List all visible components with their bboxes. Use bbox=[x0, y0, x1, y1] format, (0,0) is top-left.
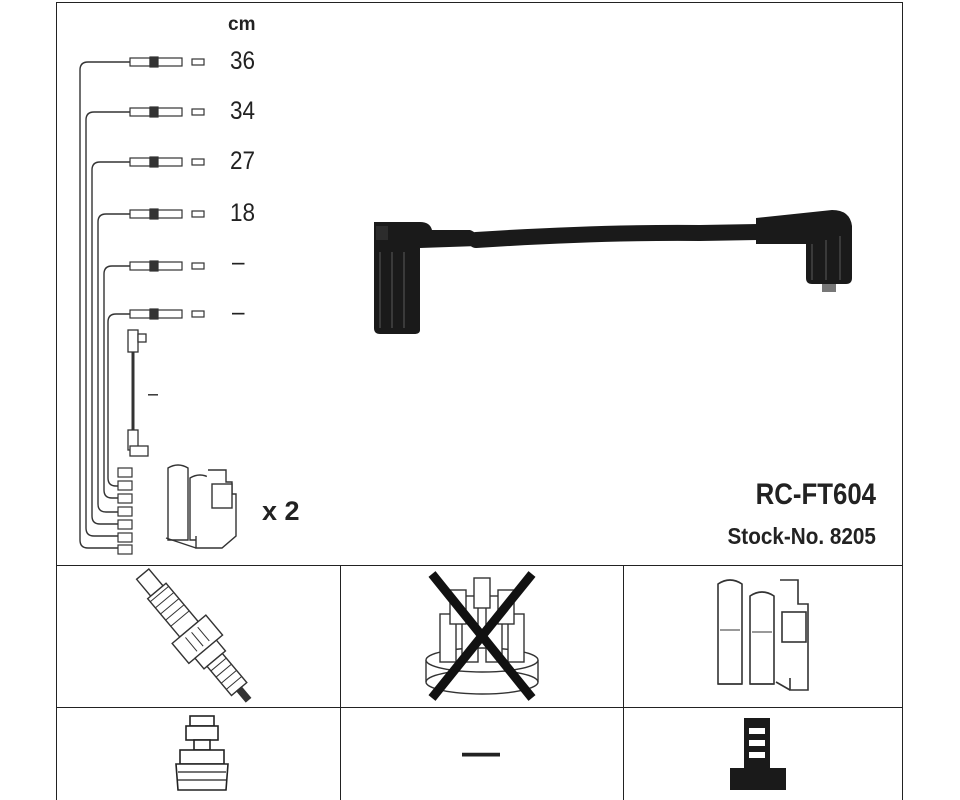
lead-end-terminals bbox=[117, 467, 133, 555]
stock-number: Stock-No. 8205 bbox=[727, 523, 876, 549]
coil-terminal-icon bbox=[730, 718, 786, 790]
lead-connector-5 bbox=[129, 260, 205, 272]
lead-connector-1 bbox=[129, 56, 205, 68]
lead-connector-4 bbox=[129, 208, 205, 220]
lead-connector-2 bbox=[129, 106, 205, 118]
cell-distributor-terminal bbox=[340, 707, 624, 800]
coil-small-illustration bbox=[165, 464, 237, 549]
lead-connector-3 bbox=[129, 156, 205, 168]
distributor-terminal-value: — bbox=[462, 732, 500, 774]
part-number: RC-FT604 bbox=[755, 478, 876, 511]
lead-length-6: – bbox=[232, 298, 245, 326]
distributor-cap-crossed-icon bbox=[425, 571, 539, 701]
lead-length-2: 34 bbox=[230, 97, 256, 125]
lead-length-1: 36 bbox=[230, 47, 256, 75]
ignition-cable-photo bbox=[374, 210, 852, 334]
lead-connectors bbox=[117, 56, 205, 555]
coil-lead-length: – bbox=[148, 383, 159, 405]
coil-multiplier: x 2 bbox=[262, 496, 300, 526]
lead-connector-6 bbox=[129, 308, 205, 320]
unit-label: cm bbox=[228, 14, 256, 35]
ignition-coil-icon bbox=[717, 579, 809, 691]
spark-plug-icon bbox=[135, 567, 252, 703]
lead-length-4: 18 bbox=[230, 199, 256, 227]
coil-lead bbox=[127, 329, 149, 457]
spark-plug-terminal-icon bbox=[175, 715, 229, 791]
main-panel bbox=[56, 2, 903, 566]
wire-set-schematic bbox=[79, 61, 130, 549]
lead-length-3: 27 bbox=[230, 147, 256, 175]
lead-length-5: – bbox=[232, 248, 245, 276]
